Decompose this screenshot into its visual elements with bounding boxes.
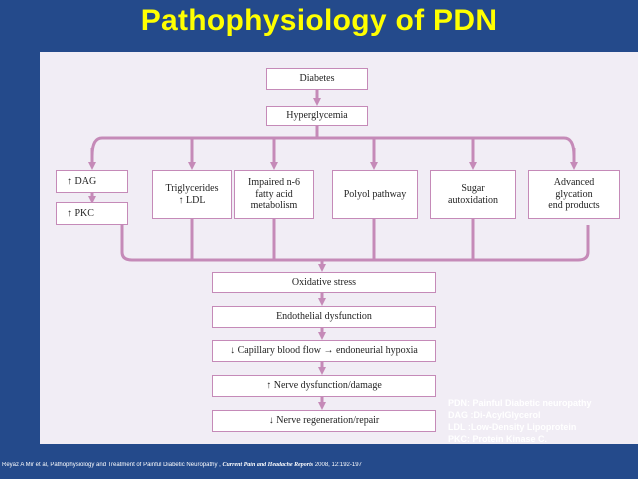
node-pkc: ↑ PKC	[56, 202, 128, 225]
node-impaired-n6: Impaired n-6 fatty acid metabolism	[234, 170, 314, 219]
legend-dag: DAG :Di-AcylGlycerol	[448, 410, 541, 420]
node-endothelial-dysfunction: Endothelial dysfunction	[212, 306, 436, 328]
citation-journal: Current Pain and Headache Reports	[222, 462, 314, 468]
branch-bar-top	[90, 136, 576, 157]
node-hyperglycemia: Hyperglycemia	[266, 106, 368, 126]
citation-details: 2008, 12:192-197	[314, 462, 362, 468]
abbreviation-legend: PDN: Painful Diabetic neuropathy DAG :Di…	[448, 397, 628, 445]
flowchart-panel: Diabetes Hyperglycemia ↑ DAG ↑ PKC Trigl…	[40, 52, 638, 444]
legend-pkc: PKC: Protein Kinase C.	[448, 434, 548, 444]
legend-pdn: PDN: Painful Diabetic neuropathy	[448, 398, 592, 408]
flowchart-connectors	[88, 90, 590, 410]
node-advanced-glycation: Advanced glycation end products	[528, 170, 620, 219]
node-nerve-regeneration: ↓ Nerve regeneration/repair	[212, 410, 436, 432]
legend-ldl: LDL :Low-Density Lipoprotein	[448, 422, 577, 432]
node-dag: ↑ DAG	[56, 170, 128, 193]
node-sugar-autoxidation: Sugar autoxidation	[430, 170, 516, 219]
node-triglycerides: Triglycerides ↑ LDL	[152, 170, 232, 219]
citation: Reyaz A Mir et al, Pathophysiology and T…	[2, 462, 636, 468]
slide-title: Pathophysiology of PDN	[140, 4, 498, 37]
node-polyol: Polyol pathway	[332, 170, 418, 219]
node-nerve-dysfunction: ↑ Nerve dysfunction/damage	[212, 375, 436, 397]
citation-authors: Reyaz A Mir et al, Pathophysiology and T…	[2, 462, 221, 468]
node-oxidative-stress: Oxidative stress	[212, 272, 436, 293]
node-capillary-blood-flow: ↓ Capillary blood flow → endoneurial hyp…	[212, 340, 436, 362]
collector-bar	[120, 225, 590, 262]
node-diabetes: Diabetes	[266, 68, 368, 90]
